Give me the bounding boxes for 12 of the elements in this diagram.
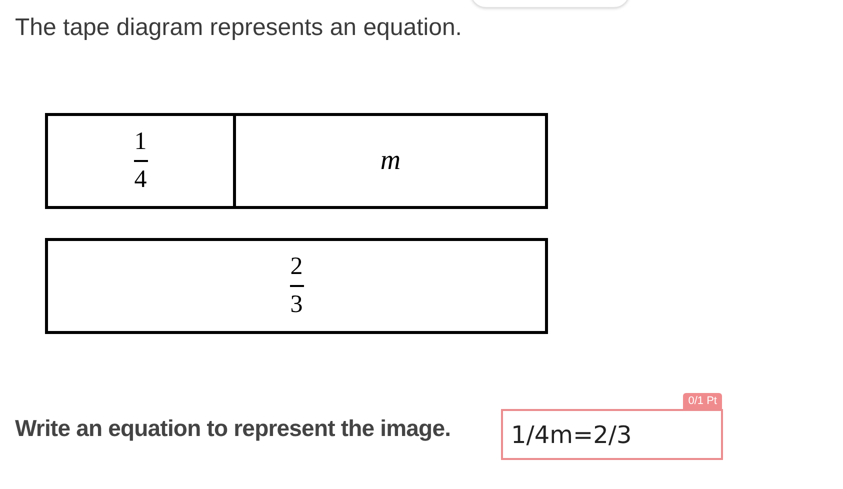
answer-field: 1/4m=2/3 <box>501 409 723 460</box>
tape-segment <box>45 113 236 209</box>
score-badge: 0/1 Pt <box>683 393 722 410</box>
tape-segment <box>236 113 548 209</box>
denominator: 3 <box>290 292 303 318</box>
question-text: Write an equation to represent the image. <box>15 414 451 443</box>
numerator: 1 <box>134 129 147 155</box>
title: The tape diagram represents an equation. <box>15 13 462 43</box>
denominator: 4 <box>134 167 147 193</box>
tape-segment <box>45 238 548 334</box>
variable: m <box>380 147 401 175</box>
numerator: 2 <box>290 254 303 280</box>
